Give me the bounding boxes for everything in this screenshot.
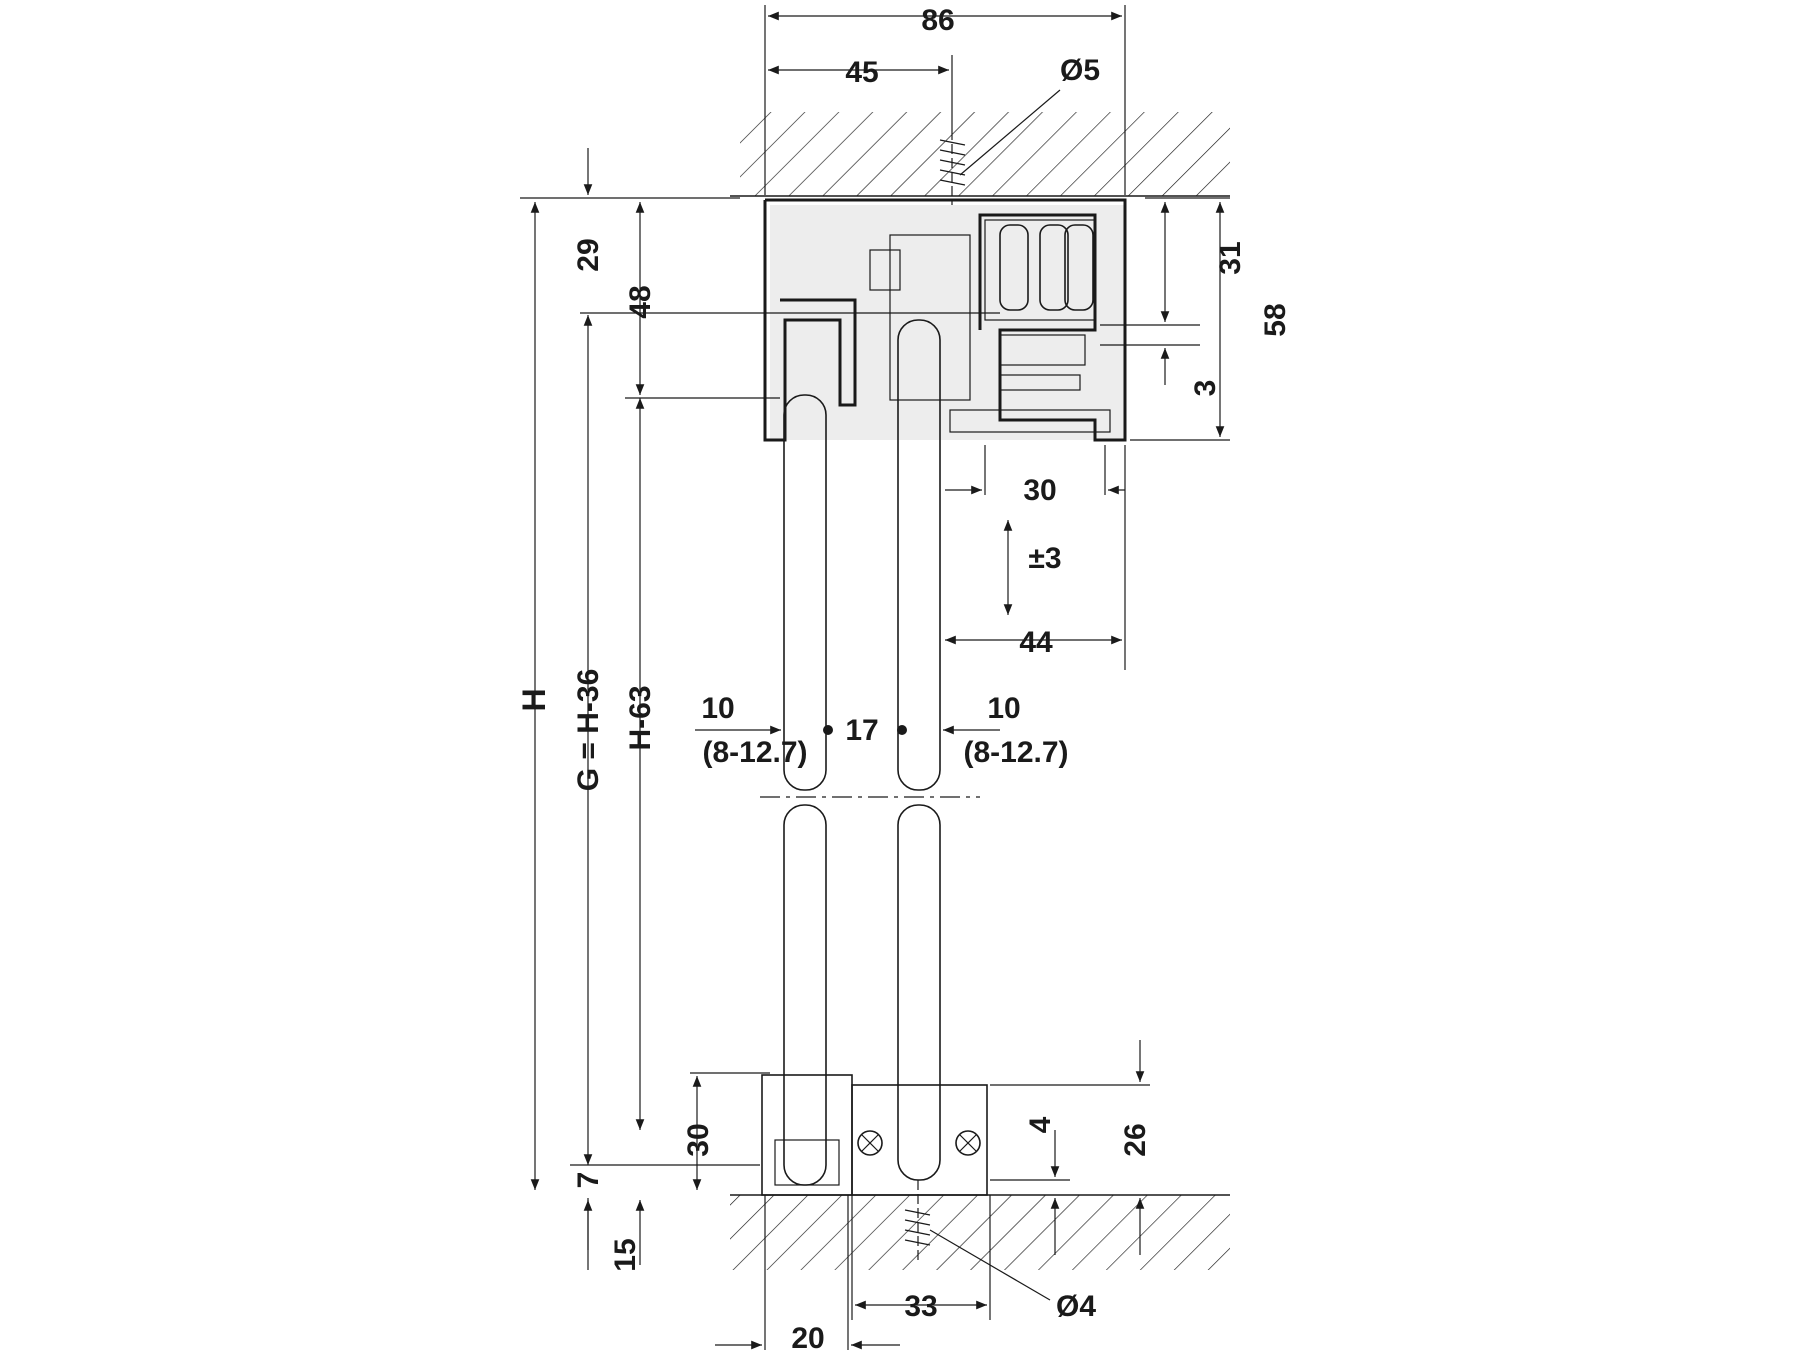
dimension-lines xyxy=(520,5,1230,1350)
dim-H: H xyxy=(516,688,552,711)
dim-glass-left: 10 xyxy=(701,692,734,725)
dim-48: 48 xyxy=(624,285,657,318)
dim-58: 58 xyxy=(1259,303,1292,336)
dim-glass-left-range: (8-12.7) xyxy=(702,736,807,769)
dim-screw-top: Ø5 xyxy=(1060,54,1100,87)
floor-guide xyxy=(761,1074,988,1196)
dim-33: 33 xyxy=(904,1290,937,1323)
dim-86: 86 xyxy=(921,4,954,37)
dim-29: 29 xyxy=(572,238,605,271)
glass-panel-left xyxy=(783,394,827,1186)
ceiling xyxy=(730,112,1230,197)
dim-7: 7 xyxy=(572,1172,605,1189)
dim-15: 15 xyxy=(609,1238,642,1271)
dim-20: 20 xyxy=(791,1322,824,1350)
dim-31: 31 xyxy=(1214,241,1247,274)
dim-26: 26 xyxy=(1119,1123,1152,1156)
floor xyxy=(730,1194,1230,1270)
dim-glass-right-range: (8-12.7) xyxy=(963,736,1068,769)
dim-30-top: 30 xyxy=(1023,474,1056,507)
dim-4: 4 xyxy=(1024,1116,1057,1133)
dim-height-adjust: ±3 xyxy=(1028,542,1061,575)
floor-screw xyxy=(904,1180,931,1260)
dim-H63: H-63 xyxy=(624,685,657,750)
ceiling-screw xyxy=(939,130,966,205)
dim-17: 17 xyxy=(845,714,878,747)
top-track-profile xyxy=(763,198,1127,442)
dim-3: 3 xyxy=(1189,380,1222,397)
dim-glass-right: 10 xyxy=(987,692,1020,725)
dim-44: 44 xyxy=(1019,626,1053,659)
dim-G: G = H-36 xyxy=(572,669,605,792)
dim-45: 45 xyxy=(845,56,878,89)
dim-screw-bottom: Ø4 xyxy=(1056,1290,1096,1323)
glass-panel-right xyxy=(897,319,941,1181)
dim-30-bottom: 30 xyxy=(682,1123,715,1156)
